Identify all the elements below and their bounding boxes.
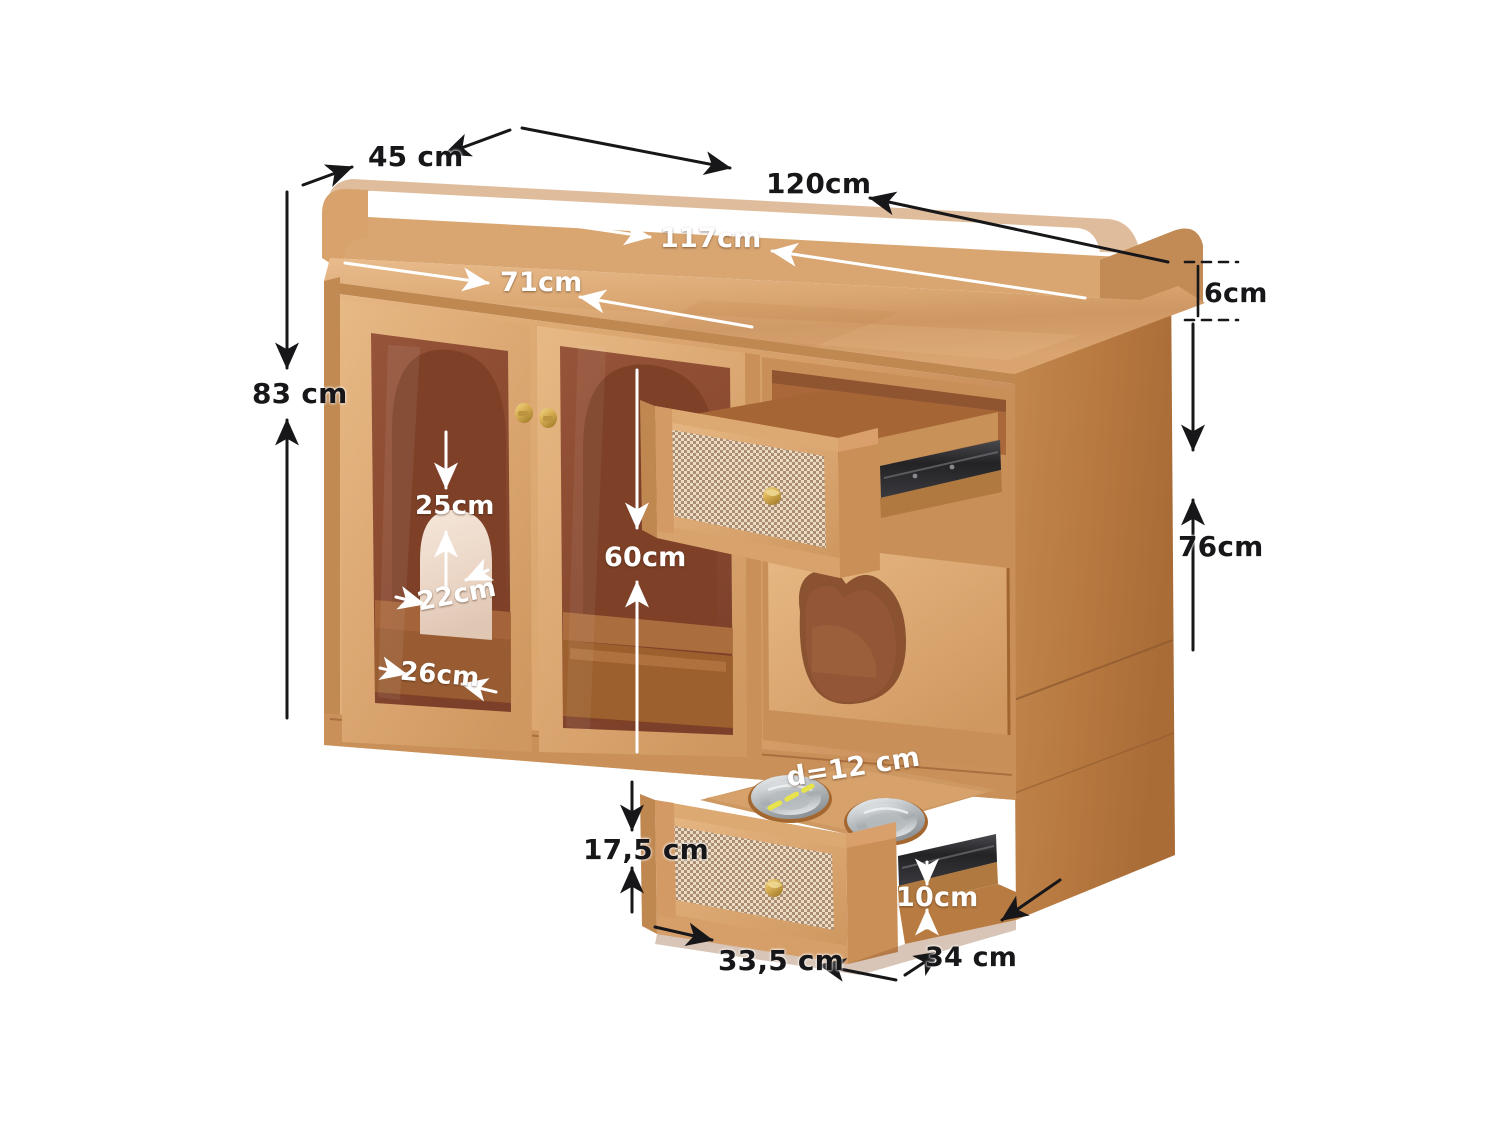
dim-label-drawer-inner-height: 10cm <box>896 882 979 913</box>
dim-label-top-inner-width: 117cm <box>660 223 762 254</box>
dim-label-body-height: 76cm <box>1178 530 1264 563</box>
cat-shaped-entry-hole <box>798 569 906 705</box>
upper-drawer-interior <box>672 390 998 446</box>
dim-label-door-span: 71cm <box>500 267 583 298</box>
cabinet-left-edge <box>324 277 340 745</box>
dim-label-cabinet-inner-height: 60cm <box>604 542 687 573</box>
dim-label-depth-top: 45 cm <box>368 140 464 173</box>
dimline-6cm <box>1183 260 1240 322</box>
upper-rattan-drawer[interactable] <box>640 378 1002 578</box>
bowl-diameter-marker <box>767 783 815 811</box>
cabinet-body <box>322 179 1205 975</box>
dim-label-drawer-width: 33,5 cm <box>718 944 845 977</box>
countertop <box>324 258 1205 374</box>
dimline-120cm <box>520 126 1170 264</box>
dimline-45cm <box>301 128 512 188</box>
dim-label-height-overall: 83 cm <box>252 377 348 410</box>
left-glass-door[interactable] <box>340 289 533 752</box>
dimline-22cm <box>394 558 495 610</box>
dim-label-drawer-depth: 34 cm <box>925 942 1018 973</box>
dimline-33-5cm <box>653 922 898 982</box>
dimension-lines <box>275 126 1240 982</box>
countertop-front-edge <box>324 281 1015 384</box>
dimline-71cm <box>343 261 754 329</box>
dim-label-arch-height: 25cm <box>415 491 495 521</box>
drawer-slide-upper <box>880 440 1001 498</box>
back-rail-left-end <box>322 188 368 272</box>
dim-label-rail-height: 6cm <box>1204 278 1268 309</box>
back-rail <box>330 215 1140 300</box>
lower-feeding-drawer[interactable] <box>640 762 1016 964</box>
dimline-26cm <box>378 656 498 702</box>
dimline-34cm <box>903 878 1062 977</box>
dimline-117cm <box>504 214 1087 300</box>
dim-label-drawer-height: 17,5 cm <box>583 833 710 866</box>
dim-label-width-overall: 120cm <box>766 167 872 200</box>
right-side-panel <box>1012 268 1175 920</box>
